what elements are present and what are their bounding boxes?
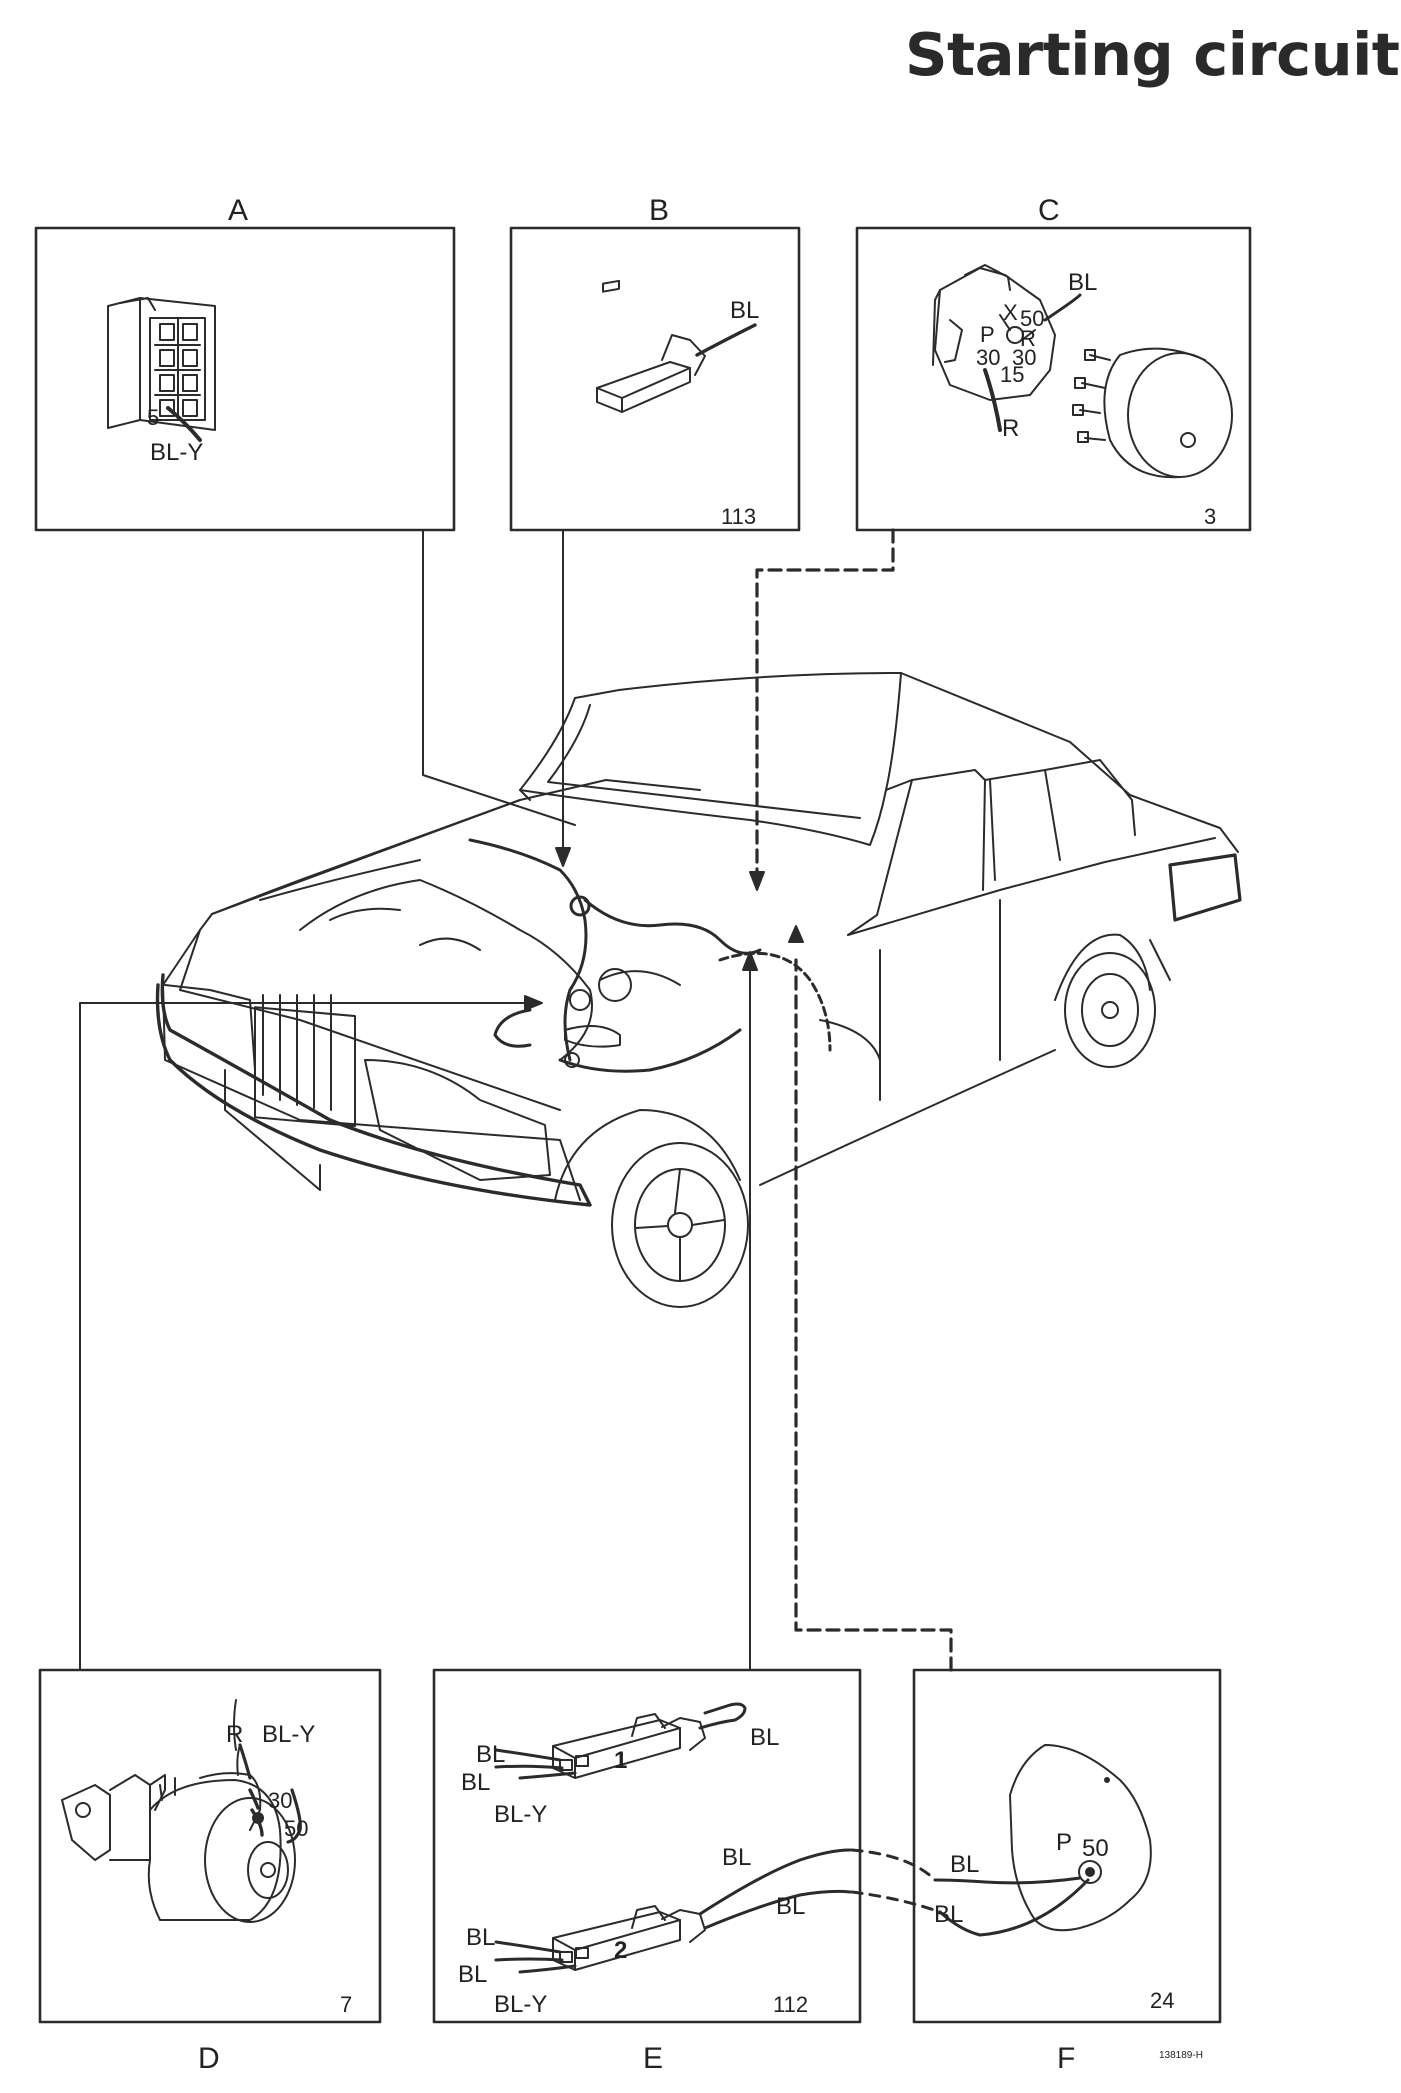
panel-b-letter: B: [649, 194, 669, 227]
arrowhead-b: [555, 847, 571, 867]
wire-color-label: BL: [934, 1901, 963, 1928]
connector-number: 1: [614, 1747, 627, 1774]
panel-f-letter: F: [1057, 2042, 1075, 2075]
terminal-label: 15: [1000, 362, 1024, 387]
terminal-label: 30: [1012, 345, 1036, 370]
ignition-switch-illustration: [932, 264, 1233, 479]
wire-color-label: BL: [461, 1769, 490, 1796]
terminal-label: 50: [1082, 1835, 1109, 1862]
panel-e-letter: E: [643, 2042, 663, 2075]
document-code: 138189-H: [1159, 2050, 1203, 2061]
wire-color-label: BL: [750, 1724, 779, 1751]
arrowhead-d: [524, 995, 543, 1011]
wire-color-label: BL: [458, 1961, 487, 1988]
inhibitor-switch-illustration: [933, 1744, 1152, 1937]
wire-color-label: R: [226, 1721, 243, 1748]
panel-b-frame: [509, 226, 801, 532]
wire-color-label: BL: [466, 1924, 495, 1951]
page-title: Starting circuit: [905, 20, 1400, 89]
wire-color-label: BL-Y: [494, 1801, 547, 1828]
terminal-label: X: [1003, 300, 1018, 325]
terminal-label: R: [1020, 326, 1036, 351]
car-illustration: [155, 672, 1242, 1308]
connector-number: 2: [614, 1937, 627, 1964]
terminal-label: 50: [1020, 306, 1044, 331]
terminal-label: 50: [284, 1816, 308, 1841]
leader-line-f: [794, 958, 953, 1672]
terminal-label: P: [1056, 1829, 1072, 1856]
leader-line-a: [422, 529, 576, 826]
panel-d-frame: [38, 1668, 382, 2024]
panel-a-frame: [34, 226, 456, 532]
panel-c-frame: [855, 226, 1252, 532]
starter-motor-illustration: [61, 1699, 302, 1923]
panel-a-letter: A: [228, 194, 248, 227]
connector-a-illustration: [107, 297, 216, 442]
wire-color-label: BL: [1068, 269, 1097, 296]
wire-color-label: BL: [950, 1851, 979, 1878]
page-number-label: 7: [340, 1992, 352, 2017]
panel-e-frame: [432, 1668, 862, 2024]
arrowhead-e: [742, 951, 758, 971]
wire-color-label: BL-Y: [262, 1721, 315, 1748]
connectors-e-illustration: [494, 1702, 942, 1974]
wire-color-label: BL: [776, 1893, 805, 1920]
leader-line-d: [79, 1002, 534, 1671]
page-number-label: 3: [1204, 504, 1216, 529]
panel-d-letter: D: [198, 2042, 220, 2075]
wire-color-label: BL: [730, 297, 759, 324]
arrowhead-f: [788, 925, 804, 943]
wire-color-label: BL: [476, 1741, 505, 1768]
wire-color-label: BL: [722, 1844, 751, 1871]
pin-number-label: 5: [147, 405, 159, 430]
arrowhead-c: [749, 871, 765, 891]
page-number-label: 24: [1150, 1988, 1174, 2013]
panel-c-letter: C: [1038, 194, 1060, 227]
leader-line-c: [755, 528, 895, 882]
panel-f-frame: [912, 1668, 1222, 2024]
terminal-label: 30: [268, 1788, 292, 1813]
wire-color-label: BL-Y: [494, 1991, 547, 2018]
terminal-label: 30: [976, 345, 1000, 370]
wire-color-label: BL-Y: [150, 439, 203, 466]
terminal-label: P: [980, 322, 995, 347]
connector-b-illustration: [596, 279, 757, 413]
wire-color-label: R: [1002, 415, 1019, 442]
page-number-label: 112: [773, 1992, 808, 2017]
page-number-label: 113: [721, 504, 756, 529]
